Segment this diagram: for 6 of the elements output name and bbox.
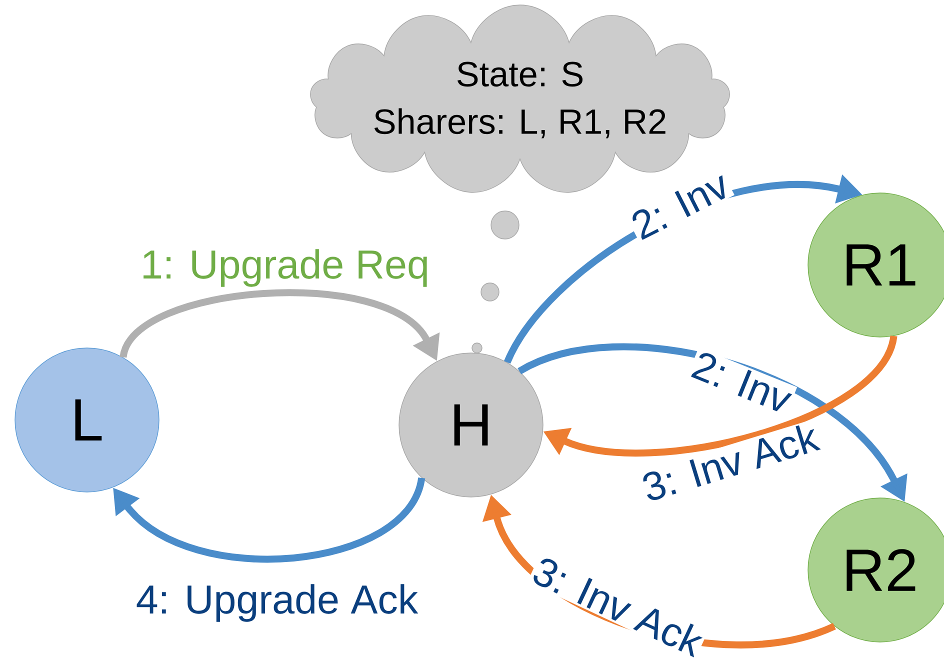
edge-label: 1: Upgrade Req [138,247,432,289]
edge-label: 3: Inv Ack [636,419,824,505]
edge-label: 2: Inv [686,347,798,417]
edge-label: 4: Upgrade Ack [134,582,420,624]
edge-label: 3: Inv Ack [527,552,709,660]
edge-label: 2: Inv [626,166,734,244]
